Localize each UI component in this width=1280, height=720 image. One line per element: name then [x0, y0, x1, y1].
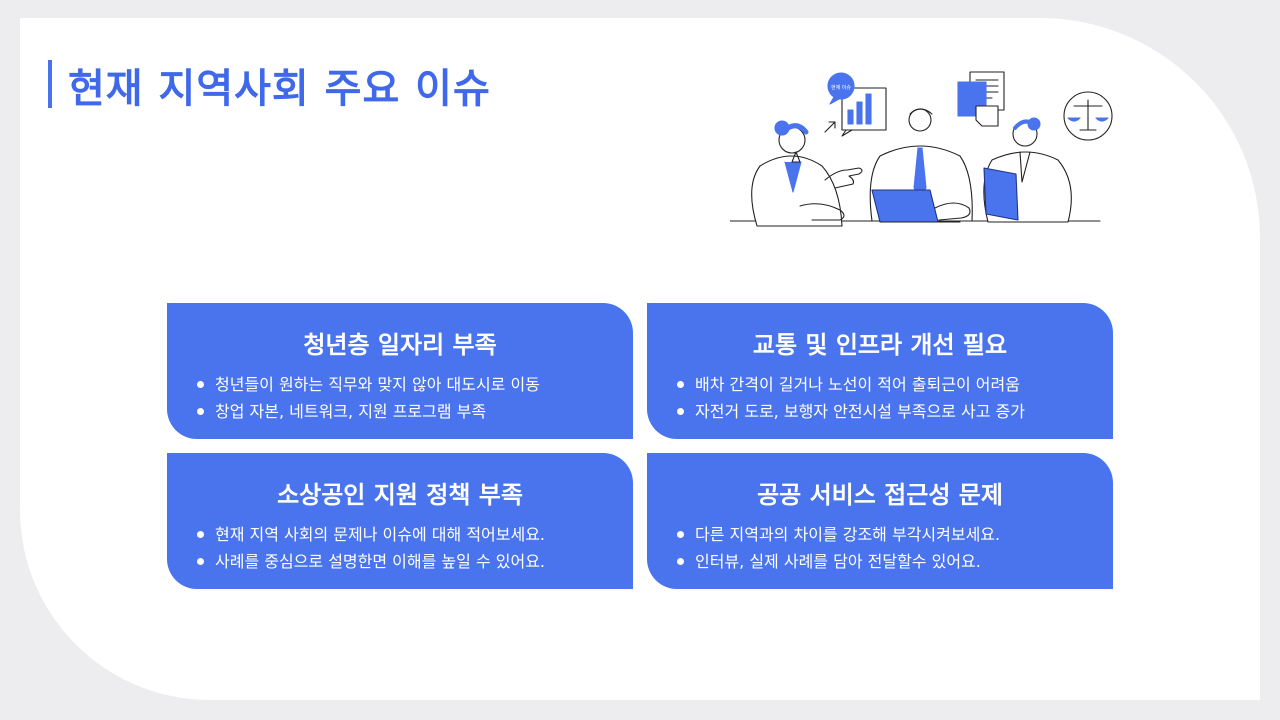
card-title: 공공 서비스 접근성 문제 [757, 481, 1003, 509]
card-bullet: 다른 지역과의 차이를 강조해 부각시켜보세요. [677, 521, 1000, 548]
card-title: 소상공인 지원 정책 부족 [277, 481, 523, 509]
card-title: 청년층 일자리 부족 [303, 331, 497, 359]
card-bullet: 사례를 중심으로 설명한면 이해를 높일 수 있어요. [197, 548, 545, 575]
issue-card-public-services: 공공 서비스 접근성 문제 다른 지역과의 차이를 강조해 부각시켜보세요. 인… [647, 453, 1113, 589]
card-bullet: 인터뷰, 실제 사례를 담아 전달할수 있어요. [677, 548, 1000, 575]
card-bullet: 현재 지역 사회의 문제나 이슈에 대해 적어보세요. [197, 521, 545, 548]
card-bullet: 배차 간격이 길거나 노선이 적어 출퇴근이 어려움 [677, 371, 1025, 398]
issue-card-youth-jobs: 청년층 일자리 부족 청년들이 원하는 직무와 맞지 않아 대도시로 이동 창업… [167, 303, 633, 439]
business-meeting-illustration: 현재 이슈 [730, 71, 1113, 227]
card-title: 교통 및 인프라 개선 필요 [752, 331, 1008, 359]
card-bullet-list: 청년들이 원하는 직무와 맞지 않아 대도시로 이동 창업 자본, 네트워크, … [197, 371, 540, 425]
title-accent-bar [48, 60, 52, 108]
speech-bubble-text: 현재 이슈 [831, 84, 851, 91]
card-bullet-list: 현재 지역 사회의 문제나 이슈에 대해 적어보세요. 사례를 중심으로 설명한… [197, 521, 545, 575]
card-bullet: 창업 자본, 네트워크, 지원 프로그램 부족 [197, 398, 540, 425]
card-bullet-list: 배차 간격이 길거나 노선이 적어 출퇴근이 어려움 자전거 도로, 보행자 안… [677, 371, 1025, 425]
page-title: 현재 지역사회 주요 이슈 [68, 66, 491, 112]
card-bullet-list: 다른 지역과의 차이를 강조해 부각시켜보세요. 인터뷰, 실제 사례를 담아 … [677, 521, 1000, 575]
card-bullet: 자전거 도로, 보행자 안전시설 부족으로 사고 증가 [677, 398, 1025, 425]
issue-card-small-business: 소상공인 지원 정책 부족 현재 지역 사회의 문제나 이슈에 대해 적어보세요… [167, 453, 633, 589]
card-bullet: 청년들이 원하는 직무와 맞지 않아 대도시로 이동 [197, 371, 540, 398]
issue-card-transport: 교통 및 인프라 개선 필요 배차 간격이 길거나 노선이 적어 출퇴근이 어려… [647, 303, 1113, 439]
